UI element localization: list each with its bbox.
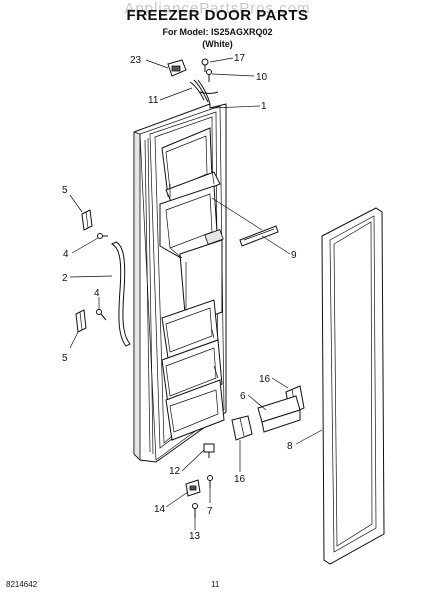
callout-16-lower: 16: [234, 474, 246, 485]
callout-5-upper: 5: [62, 185, 68, 196]
callout-11: 11: [148, 95, 159, 106]
page-number: 11: [211, 580, 220, 589]
callout-5-lower: 5: [62, 353, 68, 364]
bin-end-cap-lower: [231, 415, 253, 441]
shelf-retainer: [211, 197, 279, 247]
callout-4-lower: 4: [94, 288, 100, 299]
callout-8: 8: [287, 441, 293, 452]
callout-12: 12: [169, 466, 181, 477]
upper-door-bin: [161, 127, 221, 205]
bin-shelf: [257, 395, 301, 433]
callout-1: 1: [261, 101, 267, 112]
callout-17: 17: [234, 53, 246, 64]
watermark-text: AppliancePartsPros.com: [124, 0, 311, 17]
bottom-hinge-bracket: [185, 479, 201, 497]
callout-16-upper: 16: [259, 374, 271, 385]
leader-lines: [69, 57, 323, 530]
screw-lower: [96, 309, 107, 321]
document-number: 8214642: [6, 580, 38, 589]
door-gasket: [321, 207, 385, 565]
callout-10: 10: [256, 72, 268, 83]
callout-9: 9: [291, 250, 297, 261]
hinge-cover-lower: [75, 309, 87, 333]
bottom-hinge-bushing: [203, 443, 215, 458]
callout-2: 2: [62, 273, 68, 284]
callout-labels: 23 17 10 11 1 5 4 2 4 5 9 16 6 8 16 12 1…: [62, 53, 297, 542]
variant-label: (White): [202, 39, 233, 49]
door-handle: [110, 241, 131, 347]
callout-23: 23: [130, 55, 142, 66]
callout-7: 7: [207, 506, 213, 517]
callout-14: 14: [154, 504, 166, 515]
screw-seven: [207, 475, 213, 488]
callout-4-upper: 4: [63, 249, 69, 260]
screw-thirteen: [192, 503, 198, 518]
hinge-cover-upper: [81, 209, 93, 231]
callout-13: 13: [189, 531, 201, 542]
screw-upper: [97, 233, 108, 239]
lower-door-bins: [161, 299, 225, 441]
callout-6: 6: [240, 391, 246, 402]
model-line: For Model: IS25AGXRQ02: [162, 27, 273, 37]
wire-harness: [167, 58, 219, 105]
page-title: FREEZER DOOR PARTS: [126, 7, 309, 24]
